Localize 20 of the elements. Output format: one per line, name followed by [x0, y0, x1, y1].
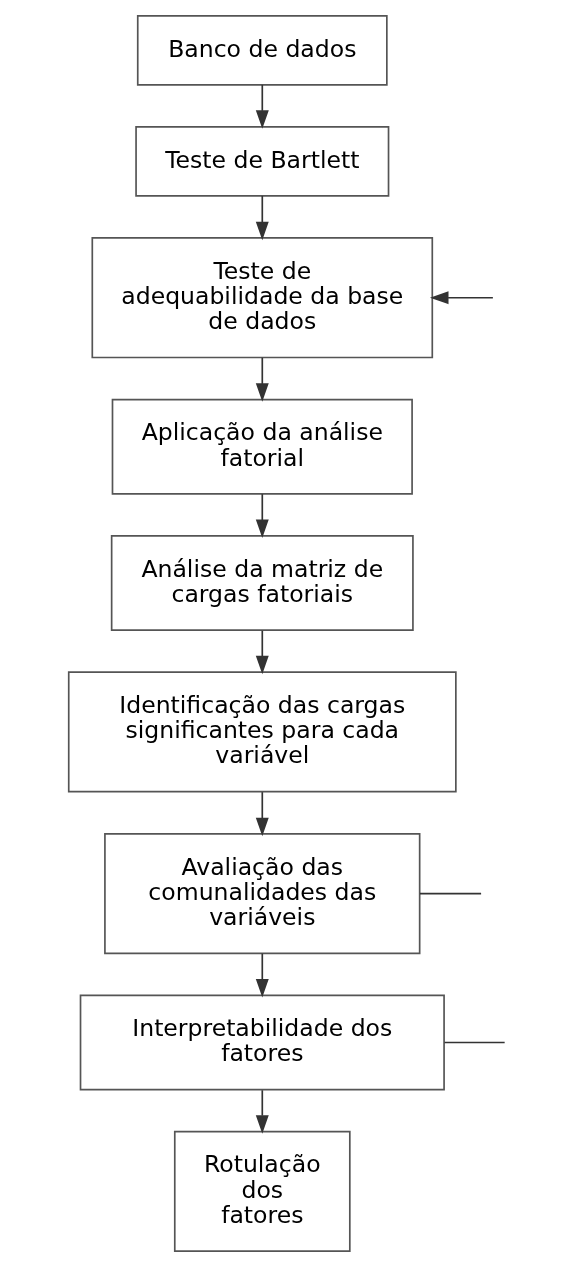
arrow — [255, 493, 269, 538]
arrow — [255, 84, 269, 129]
node-box: Banco de dados — [136, 14, 388, 86]
node-box: Análise da matriz de cargas fatoriais — [110, 535, 414, 631]
arrow — [255, 1089, 269, 1134]
node-box: Teste de adequabilidade da base de dados — [91, 237, 434, 359]
node-box: Aplicação da análise fatorial — [111, 398, 413, 495]
arrow — [255, 791, 269, 837]
connector — [443, 1041, 506, 1044]
arrow — [255, 356, 269, 402]
node-box: Identificação das cargas significantes para cada variável — [67, 671, 457, 793]
node-box: Interpretabilidade dos fatores — [79, 994, 445, 1091]
arrow — [255, 629, 269, 675]
connector — [419, 892, 482, 895]
arrow — [255, 952, 269, 998]
arrow — [429, 291, 494, 305]
node-box: Avaliação das comunalidades das variáveis — [104, 832, 421, 955]
node-box: Teste de Bartlett — [135, 126, 390, 197]
node-box: Rotulação dos fatores — [173, 1130, 351, 1253]
arrow — [255, 195, 269, 241]
